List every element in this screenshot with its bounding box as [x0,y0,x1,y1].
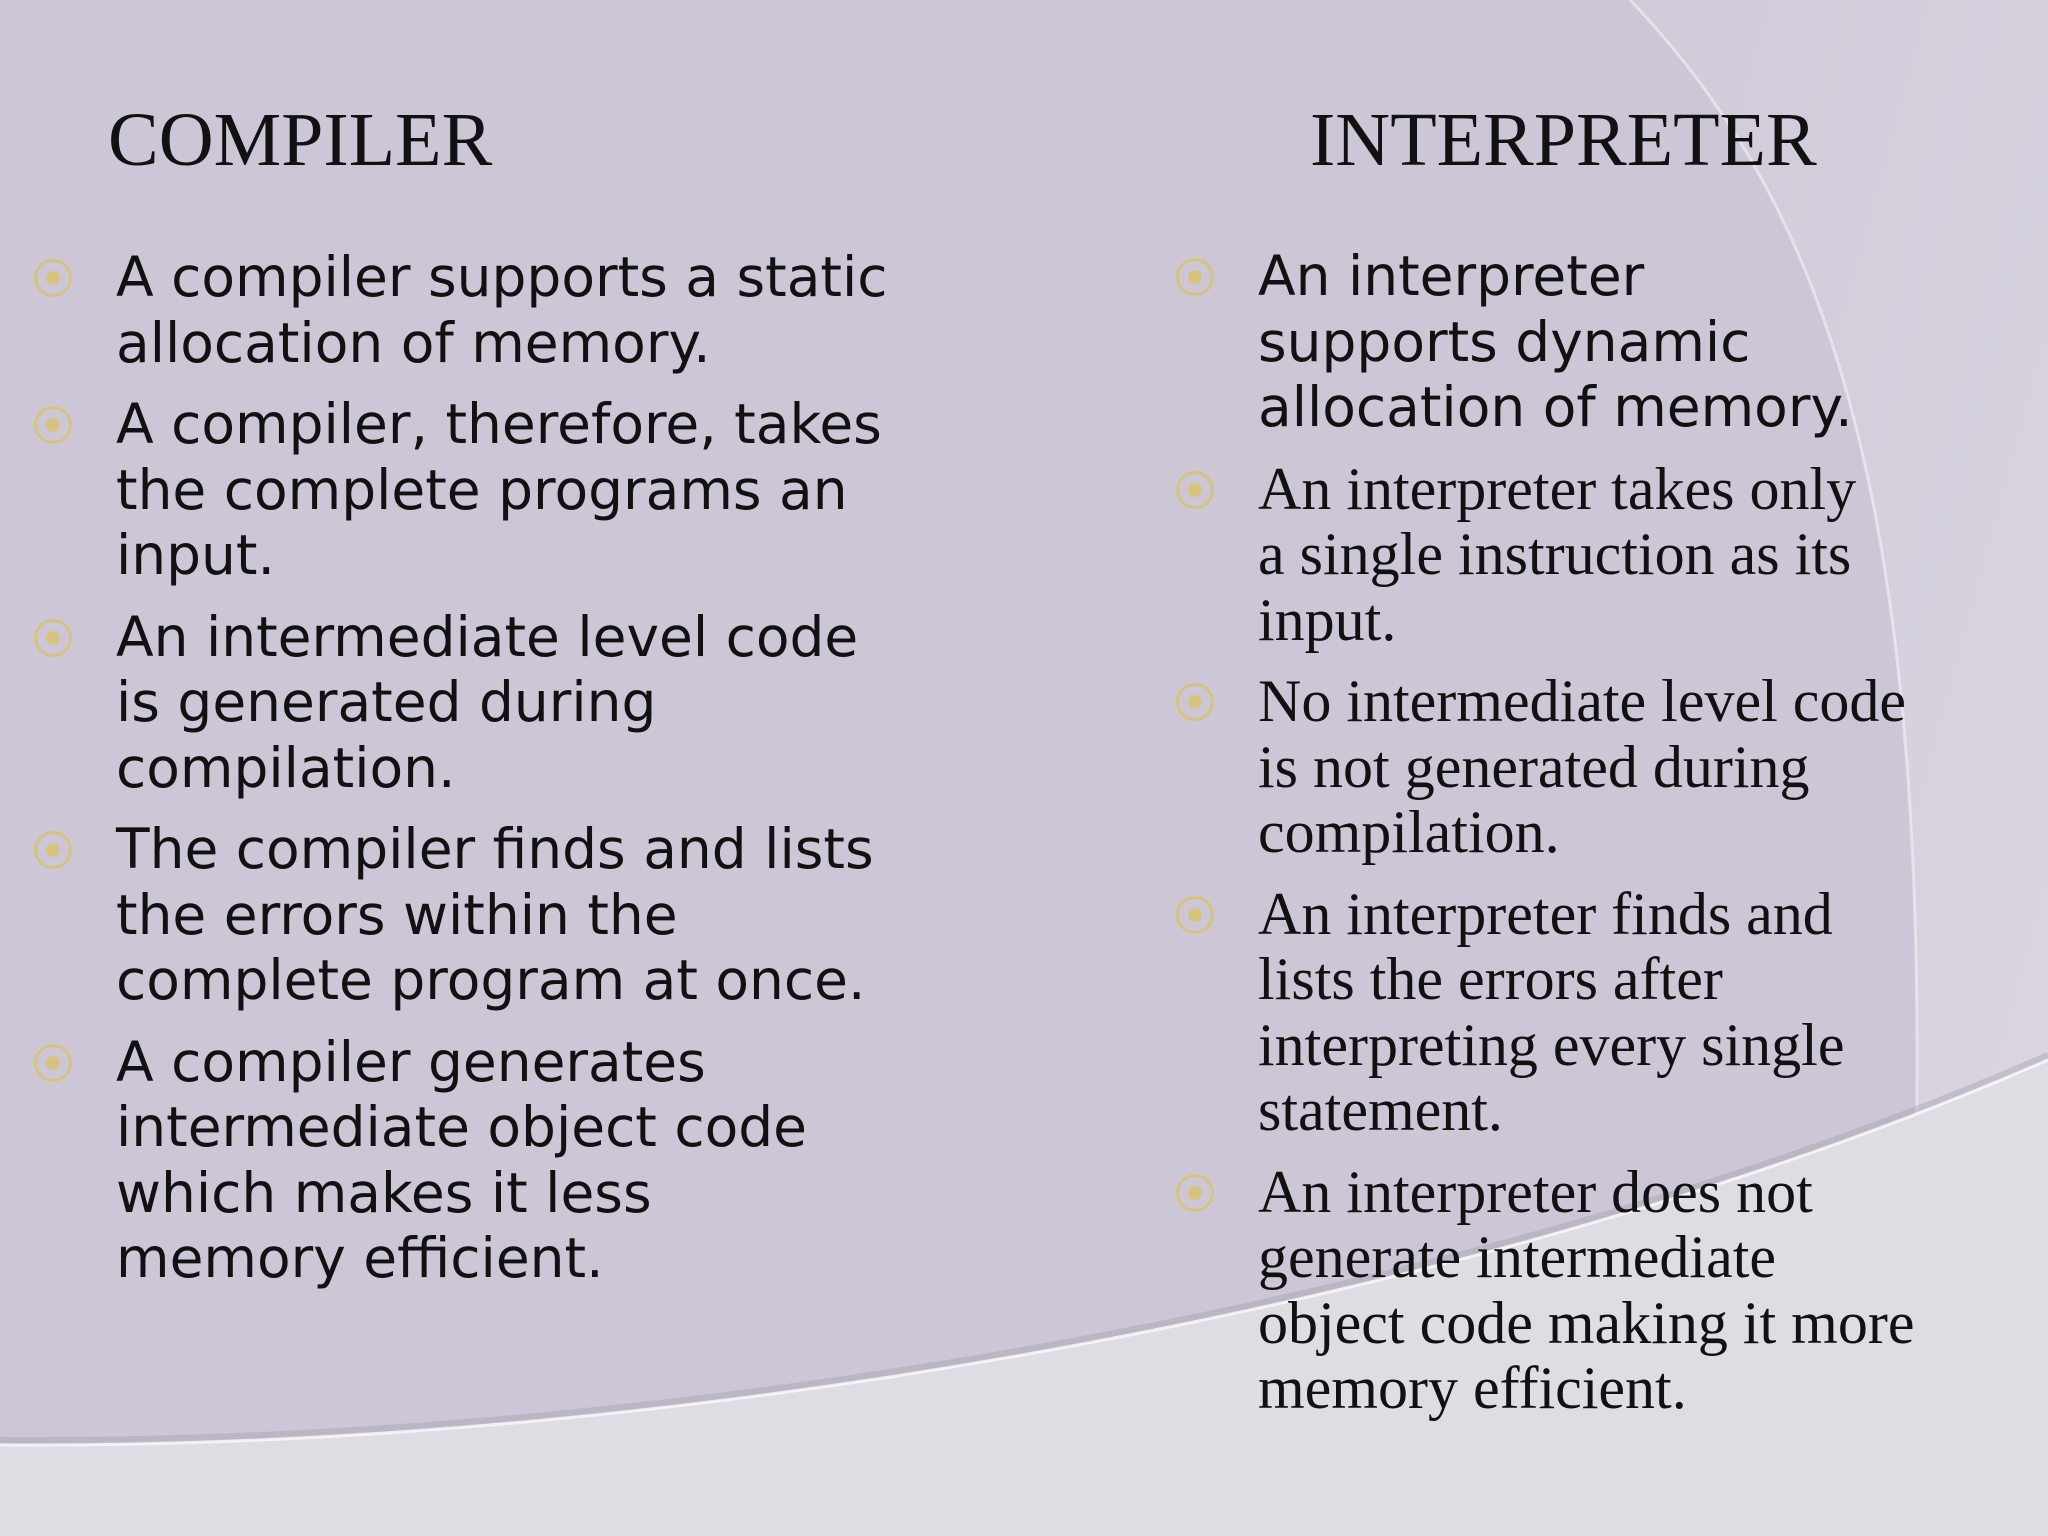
interpreter-point-line: compilation. [1258,799,1560,865]
compiler-point-line: intermediate object code [116,1095,807,1159]
compiler-point-line: compilation. [116,735,456,800]
compiler-point-line: which makes it less [116,1160,652,1225]
interpreter-heading: INTERPRETER [1310,98,1817,182]
compiler-heading: COMPILER [108,98,493,182]
compiler-point-line: The compiler finds and lists [116,817,874,881]
compiler-point-line: complete program at once. [116,948,866,1012]
interpreter-point-line: interpreting every single [1258,1011,1845,1078]
interpreter-point-line: a single instruction as its [1258,521,1852,587]
bullet-icon [34,618,72,657]
compiler-point-line: memory efficient. [116,1226,604,1290]
interpreter-point-line: An interpreter does not [1258,1158,1813,1225]
interpreter-point-line: No intermediate level code [1258,668,1907,734]
interpreter-point-line: lists the errors after [1258,946,1723,1012]
bullet-icon [34,1043,72,1082]
interpreter-point-line: memory efficient. [1258,1355,1687,1421]
compiler-point-line: A compiler generates [116,1029,706,1094]
compiler-point-line: is generated during [116,670,657,734]
interpreter-point-line: supports dynamic [1258,309,1751,374]
bullet-icon [34,831,72,869]
interpreter-point-line: generate intermediate [1258,1224,1777,1290]
compiler-point-line: A compiler, therefore, takes [116,392,882,456]
compiler-point-line: An intermediate level code [116,604,859,669]
interpreter-point-line: object code making it more [1258,1289,1915,1356]
compiler-point-line: allocation of memory. [116,310,711,375]
compiler-point-line: A compiler supports a static [116,245,888,309]
bullet-icon [1176,683,1214,721]
bullet-icon [34,259,72,297]
compiler-point-line: the complete programs an [116,457,848,522]
bullet-icon [1176,895,1214,934]
bullet-icon [34,406,72,444]
interpreter-point-line: An interpreter [1258,244,1645,308]
interpreter-point-line: An interpreter takes only [1258,455,1857,522]
compiler-point-line: input. [116,523,275,587]
interpreter-point-line: is not generated during [1258,733,1810,800]
bullet-icon [1176,1173,1214,1212]
interpreter-point-line: input. [1258,586,1397,653]
bullet-icon [1176,258,1214,296]
interpreter-point-line: An interpreter finds and [1258,880,1833,947]
compiler-point-line: the errors within the [116,882,678,947]
bullet-icon [1176,470,1214,509]
interpreter-point-line: allocation of memory. [1258,375,1853,439]
interpreter-point-line: statement. [1258,1077,1503,1143]
